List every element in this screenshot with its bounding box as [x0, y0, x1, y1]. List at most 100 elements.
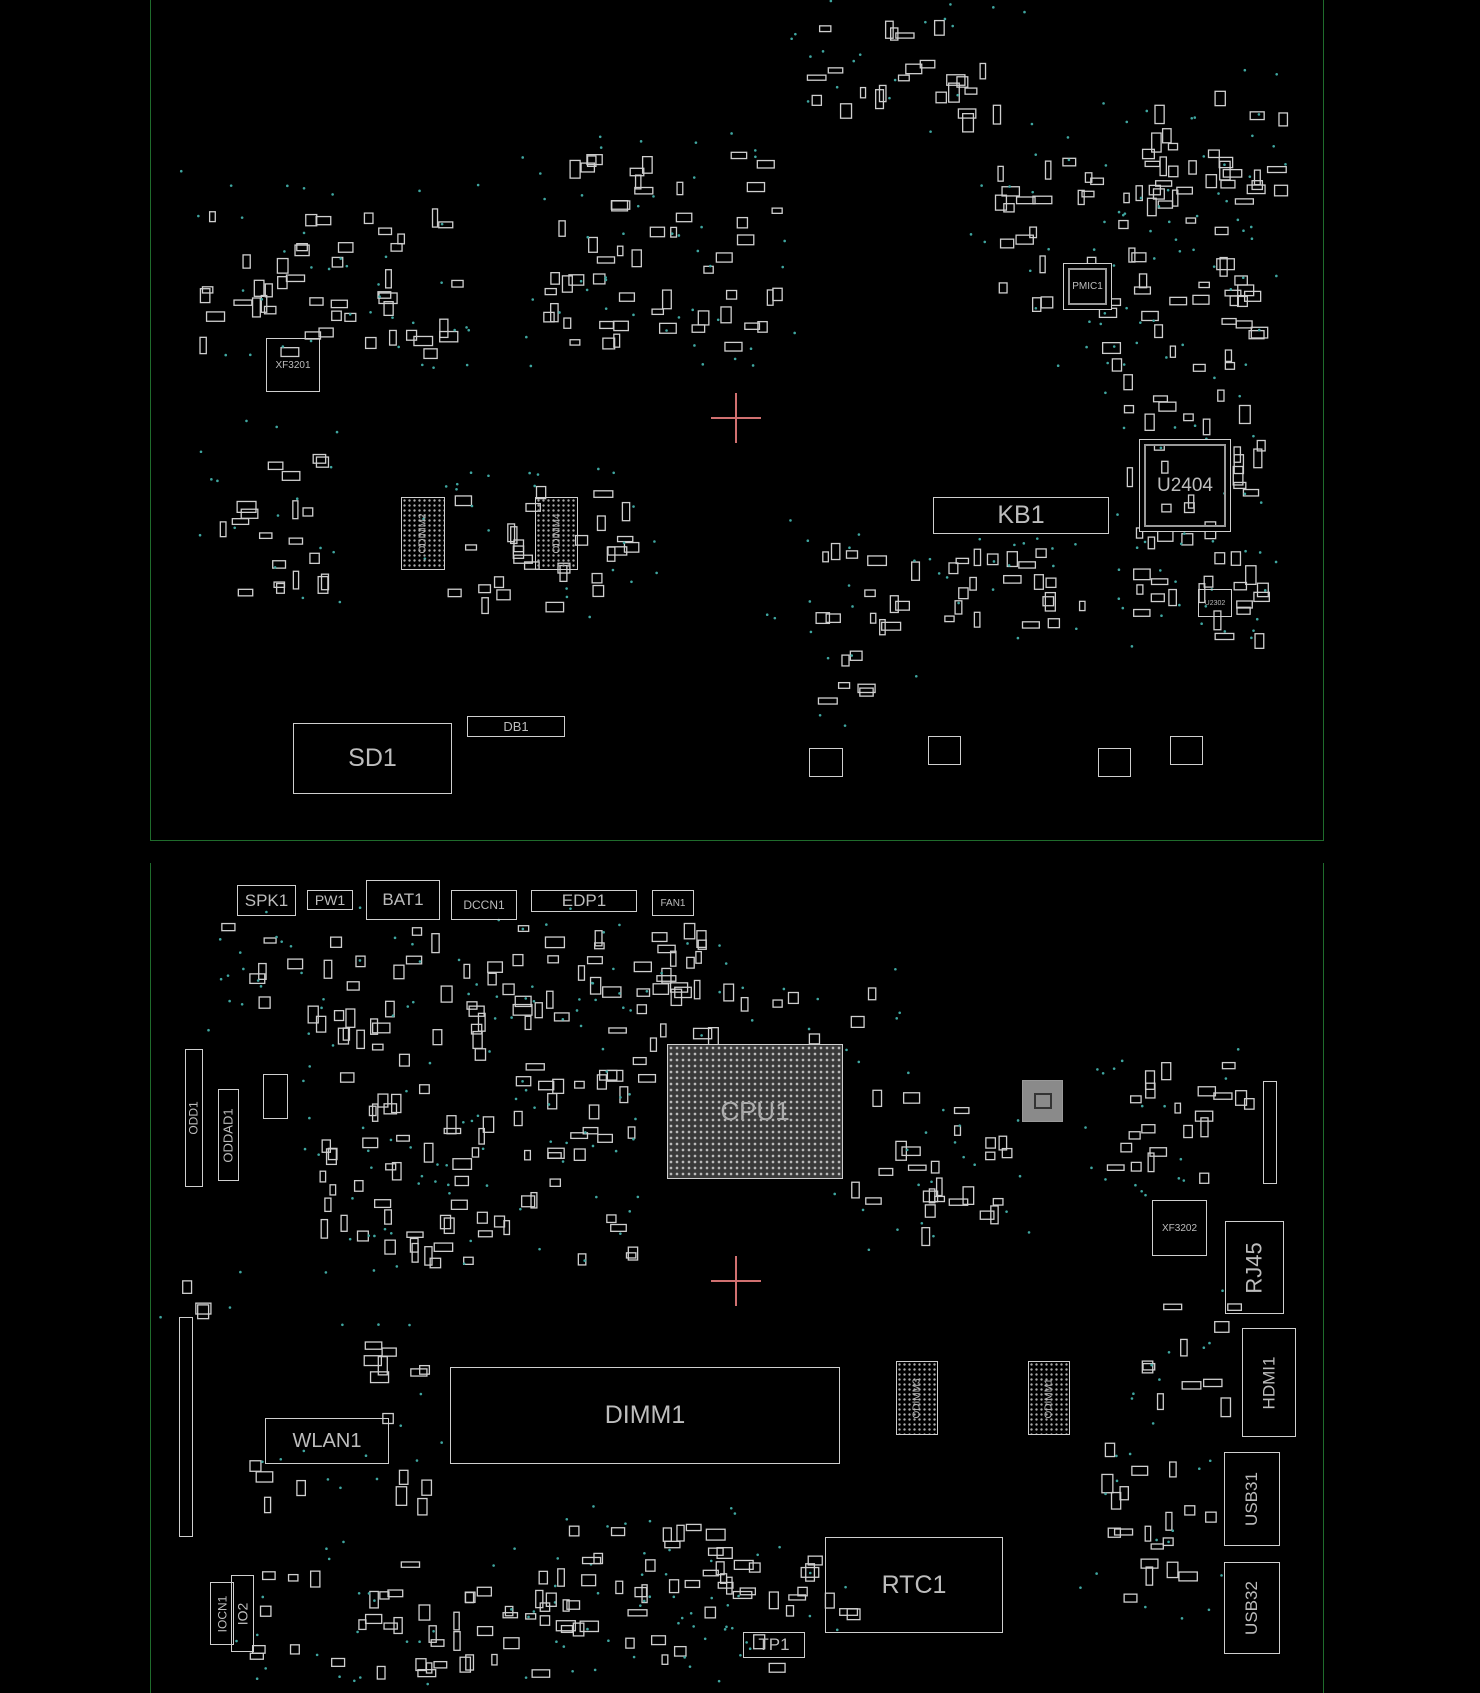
passive-component — [864, 589, 876, 598]
passive-component — [757, 320, 768, 333]
component-u2404[interactable]: U2404 — [1139, 439, 1231, 532]
via — [1158, 1378, 1161, 1381]
passive-component — [417, 1497, 428, 1516]
passive-component — [1254, 633, 1265, 649]
component-xf3201[interactable]: XF3201 — [266, 338, 320, 392]
passive-component — [1217, 389, 1225, 402]
passive-component — [998, 282, 1008, 294]
component-pw1[interactable]: PW1 — [307, 890, 353, 910]
via — [565, 587, 568, 590]
passive-component — [1141, 148, 1155, 160]
component-gray-chip[interactable] — [1022, 1080, 1063, 1122]
passive-component — [693, 979, 701, 1000]
passive-component — [1152, 395, 1169, 403]
component-edp1[interactable]: EDP1 — [531, 890, 637, 912]
passive-component — [378, 227, 393, 236]
component-tp1[interactable]: TP1 — [743, 1632, 805, 1658]
via — [677, 316, 681, 319]
component-xf3202[interactable]: XF3202 — [1152, 1200, 1207, 1256]
component-rj45[interactable]: RJ45 — [1225, 1221, 1284, 1314]
via — [604, 276, 607, 279]
component-odimm2[interactable]: ODIMM2 — [401, 497, 445, 570]
component-u2302[interactable]: U2302 — [1198, 589, 1232, 617]
via — [367, 1234, 371, 1237]
passive-component — [817, 697, 838, 705]
passive-component — [523, 1149, 532, 1161]
via — [1252, 629, 1255, 632]
via — [384, 255, 388, 259]
via — [847, 584, 851, 587]
via — [1257, 328, 1261, 332]
via — [628, 1092, 631, 1096]
component-cpu1[interactable]: CPU1 — [667, 1044, 843, 1179]
component-odimm3[interactable]: ODIMM3 — [896, 1361, 938, 1435]
passive-component — [384, 1239, 396, 1255]
passive-component — [610, 1527, 626, 1537]
passive-component — [439, 330, 459, 343]
passive-component — [1107, 1527, 1122, 1538]
passive-component — [1229, 295, 1239, 307]
passive-component — [1224, 349, 1233, 363]
passive-component — [994, 194, 1008, 211]
component-bat1[interactable]: BAT1 — [366, 880, 440, 920]
component-pmic1[interactable]: PMIC1 — [1063, 263, 1112, 310]
via — [348, 313, 352, 316]
passive-component — [1131, 252, 1147, 263]
via — [1174, 238, 1178, 241]
component-io2[interactable]: IO2 — [231, 1575, 254, 1652]
passive-component — [547, 955, 560, 964]
component-dccn1[interactable]: DCCN1 — [451, 890, 517, 920]
passive-component — [979, 1210, 995, 1220]
component-kb1[interactable]: KB1 — [933, 497, 1109, 534]
passive-component — [869, 612, 877, 624]
passive-component — [641, 155, 653, 174]
passive-component — [1256, 582, 1269, 598]
passive-component — [371, 1103, 379, 1122]
component-usb31[interactable]: USB31 — [1224, 1452, 1280, 1546]
via — [1135, 341, 1139, 345]
passive-component — [1232, 465, 1244, 486]
via — [372, 1269, 376, 1272]
passive-component — [1192, 294, 1210, 305]
via — [367, 1592, 371, 1595]
passive-component — [946, 74, 966, 86]
component-usb32[interactable]: USB32 — [1224, 1562, 1280, 1654]
component-wlan1[interactable]: WLAN1 — [265, 1418, 389, 1464]
via — [485, 1184, 489, 1187]
via — [1092, 248, 1096, 251]
component-odd1[interactable]: ODD1 — [185, 1049, 203, 1187]
component-rtc1[interactable]: RTC1 — [825, 1537, 1003, 1633]
via — [397, 345, 400, 349]
label: KB1 — [997, 501, 1045, 529]
component-dimm1[interactable]: DIMM1 — [450, 1367, 840, 1464]
passive-component — [1168, 588, 1177, 607]
passive-component — [1109, 298, 1122, 307]
component-sd1[interactable]: SD1 — [293, 723, 452, 794]
via — [1031, 190, 1034, 194]
component-odimm1[interactable]: ODIMM1 — [1028, 1361, 1070, 1435]
passive-component — [1123, 192, 1130, 204]
via — [1150, 1363, 1153, 1367]
component-db1[interactable]: DB1 — [467, 716, 565, 737]
passive-component — [377, 1093, 389, 1108]
component-iocn1[interactable]: IOCN1 — [210, 1582, 234, 1645]
via — [1102, 102, 1105, 105]
via — [1018, 1174, 1022, 1178]
via — [1056, 364, 1060, 368]
component-hdmi1[interactable]: HDMI1 — [1242, 1328, 1296, 1437]
passive-component — [797, 1586, 808, 1597]
via — [377, 1323, 380, 1326]
via — [664, 1572, 668, 1576]
passive-component — [570, 1132, 589, 1140]
component-fan1[interactable]: FAN1 — [652, 890, 694, 916]
passive-component — [1205, 174, 1218, 189]
via — [1167, 1351, 1171, 1354]
passive-component — [1035, 548, 1047, 559]
component-odimm4[interactable]: ODIMM4 — [535, 497, 578, 570]
passive-component — [661, 967, 672, 984]
via — [389, 1138, 393, 1142]
passive-component — [329, 936, 343, 948]
via — [607, 1639, 610, 1643]
component-oddad1[interactable]: ODDAD1 — [218, 1089, 239, 1181]
component-spk1[interactable]: SPK1 — [237, 885, 296, 916]
